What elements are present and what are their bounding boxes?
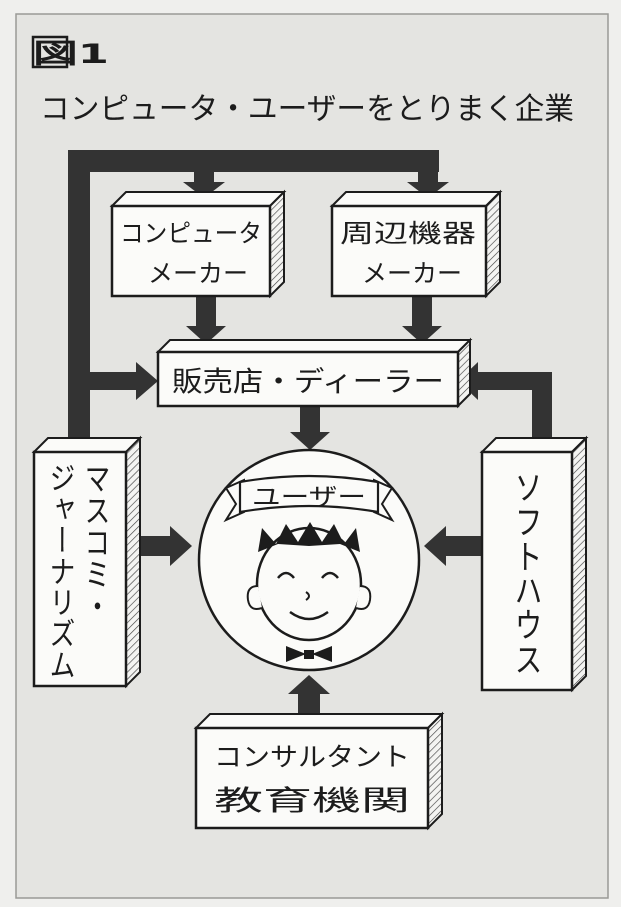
computer-maker-line2: メーカー [148,259,248,288]
consultant-line1: コンサルタント [214,743,410,773]
arrow-to-peripheral-maker [407,182,449,198]
user-face-icon [246,522,372,642]
computer-maker-line1: コンピュータ [120,219,262,248]
feedback-line-top [68,150,439,172]
media-to-dealer-line [88,372,138,390]
arrow-media-to-user [170,526,192,566]
box-media: マスコミ・ ジャーナリズム [31,435,143,689]
user-banner: ユーザー [223,474,395,523]
dealer-to-user-line [300,406,320,434]
box-computer-maker: コンピュータ メーカー [109,189,287,299]
box-consultant: コンサルタント 教育機関 [193,711,445,831]
figure-label: 図1 [33,39,109,70]
media-line1: マスコミ・ [80,462,110,622]
feedback-line-vertical [68,150,90,442]
software-feedback-vertical [532,372,552,448]
software-to-user-line [444,536,484,556]
media-line2: ジャーナリズム [45,462,75,680]
user-banner-label: ユーザー [252,483,366,511]
arrow-peripheral-to-dealer [402,326,442,344]
arrow-dealer-to-user [290,432,330,450]
consultant-line2: 教育機関 [214,784,410,817]
arrow-computer-to-dealer [186,326,226,344]
software-house-label: ソフトハウス [511,470,544,676]
dealer-label: 販売店・ディーラー [172,365,444,398]
arrow-consultant-to-user [288,675,330,694]
arrow-software-to-user [424,526,446,566]
bow-tie-icon [286,646,332,662]
software-feedback-horizontal [476,372,552,390]
user-circle: ユーザー [197,448,421,672]
peripheral-to-dealer-line [412,296,432,328]
arrow-media-to-dealer [136,362,158,400]
box-software-house: ソフトハウス [479,435,589,693]
feedback-drop-peripheral [418,170,438,184]
peripheral-maker-line1: 周辺機器 [340,219,476,248]
computer-to-dealer-line [196,296,216,328]
arrow-to-computer-maker [183,182,225,198]
figure-label-box [31,35,69,69]
feedback-drop-computer [194,170,214,184]
box-dealer: 販売店・ディーラー [155,337,473,409]
box-peripheral-maker: 周辺機器 メーカー [329,189,503,299]
connectors [68,150,552,726]
peripheral-maker-line2: メーカー [362,259,462,288]
figure-title: コンピュータ・ユーザーをとりまく企業 [40,92,574,127]
